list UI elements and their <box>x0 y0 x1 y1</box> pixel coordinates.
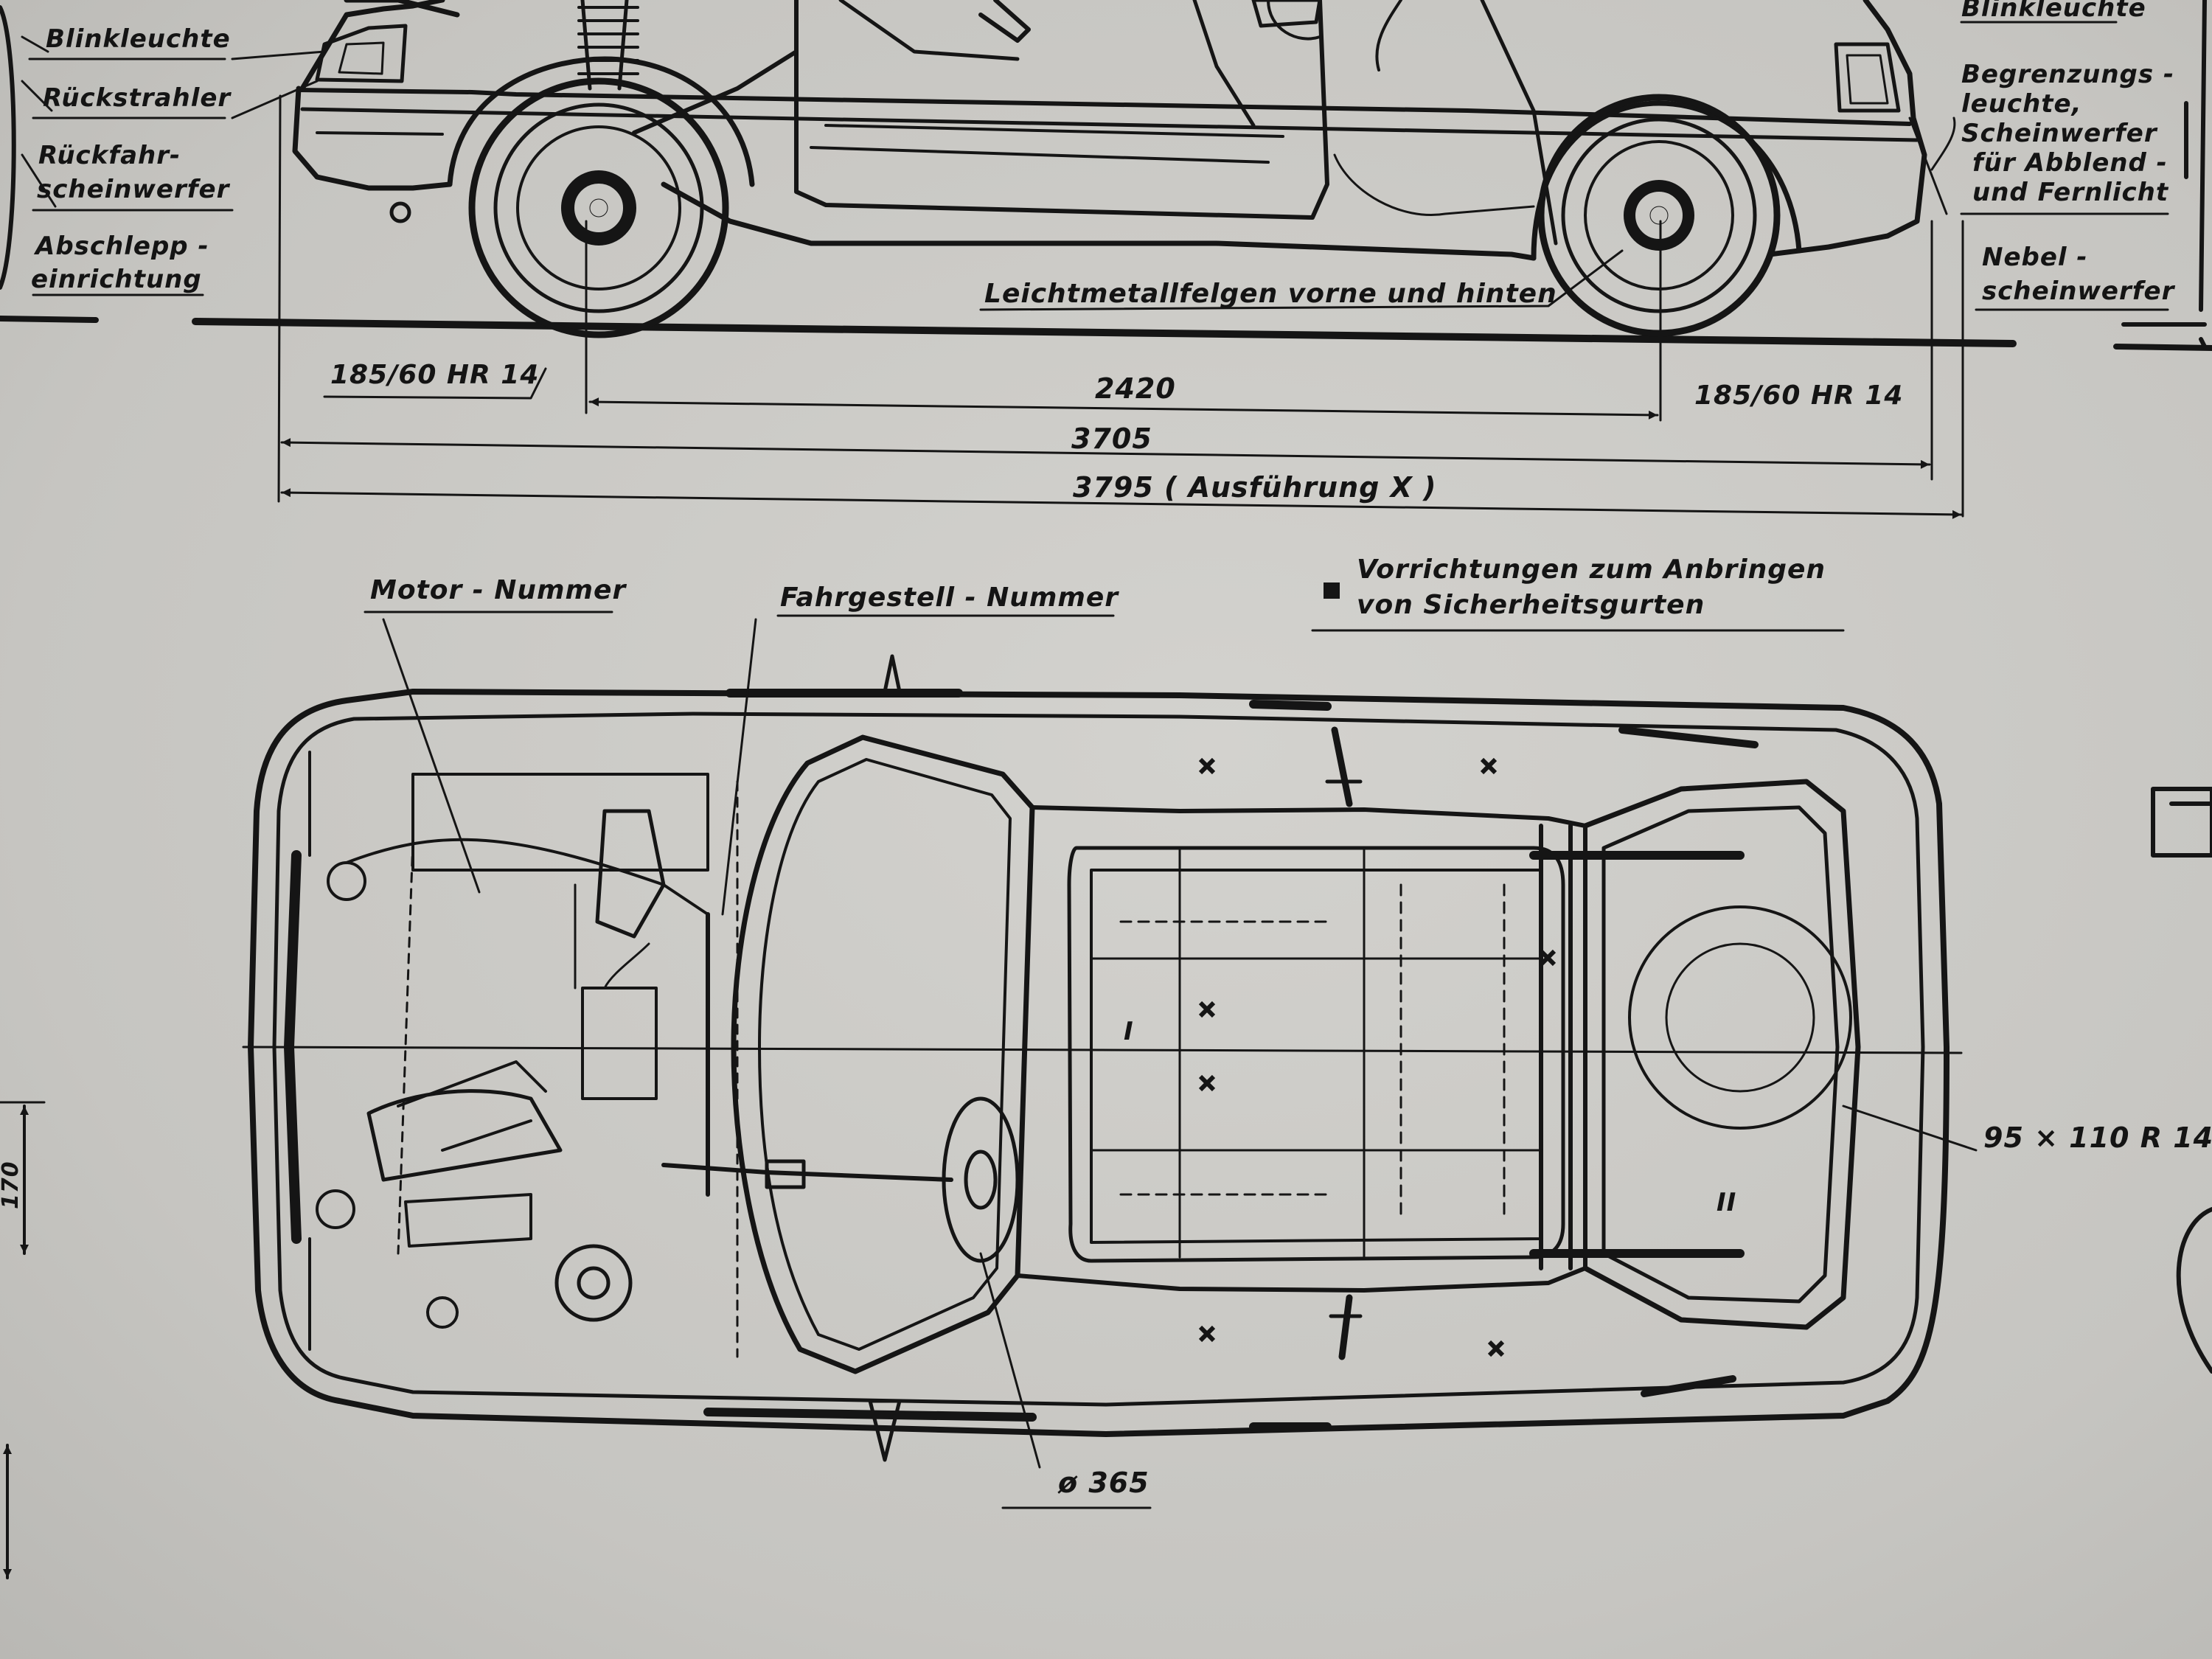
right-mirror-top <box>868 1399 902 1462</box>
top-body-outline <box>248 689 1950 1437</box>
label-reflector: Rückstrahler <box>43 83 232 113</box>
label-tire-front: 185/60 HR 14 <box>1694 380 1903 411</box>
label-tow-hook-2: einrichtung <box>31 265 202 294</box>
label-seat-mark-2: II <box>1717 1188 1736 1217</box>
label-reverse-light-1: Rückfahr- <box>38 141 181 170</box>
label-front-turn-signal: Blinkleuchte <box>1961 0 2146 23</box>
side-labels-left: Blinkleuchte Rückstrahler Rückfahr- sche… <box>31 24 232 294</box>
label-seatbelt-1: Vorrichtungen zum Anbringen <box>1357 554 1826 585</box>
label-fog-light-2: scheinwerfer <box>1982 276 2176 306</box>
spare-tire <box>1628 905 1852 1130</box>
label-length: 3705 <box>1071 422 1152 455</box>
dimension-lines <box>277 94 1964 519</box>
ground-line <box>192 318 2017 347</box>
label-rear-turn-signal: Blinkleuchte <box>46 24 231 54</box>
roof <box>1015 805 1587 1293</box>
label-fog-light-1: Nebel - <box>1982 243 2088 272</box>
label-seatbelt-2: von Sicherheitsgurten <box>1357 590 1705 620</box>
windshield <box>731 734 1035 1374</box>
label-steering-wheel: ø 365 <box>1057 1467 1150 1499</box>
length-x-dimension <box>280 488 1963 519</box>
label-headlight-3: und Fernlicht <box>1972 178 2169 207</box>
label-position-light-1: Begrenzungs - <box>1961 60 2174 89</box>
seatbelt-marker-square <box>1324 582 1340 599</box>
side-body-outline <box>292 0 1927 261</box>
label-wheelbase: 2420 <box>1095 372 1176 405</box>
label-reverse-light-2: scheinwerfer <box>37 175 231 204</box>
length-dimension <box>280 438 1931 469</box>
label-headlight-2: für Abblend - <box>1972 148 2168 178</box>
label-alloy-rims: Leichtmetallfelgen vorne und hinten <box>984 279 1557 309</box>
label-seat-mark-1: I <box>1124 1017 1134 1046</box>
label-position-light-2: leuchte, <box>1961 89 2082 119</box>
label-spare-tire: 95 × 110 R 14 <box>1983 1121 2212 1154</box>
dimension-labels: 185/60 HR 14 185/60 HR 14 2420 3705 3795… <box>330 360 1903 504</box>
label-tire-rear: 185/60 HR 14 <box>330 360 539 390</box>
label-side-height: 170 <box>0 1161 24 1209</box>
wheelbase-dimension <box>588 397 1659 420</box>
label-tow-hook-1: Abschlepp - <box>33 232 209 261</box>
left-mirror-top <box>883 654 902 694</box>
label-chassis-number: Fahrgestell - Nummer <box>780 582 1119 613</box>
top-view <box>0 582 2212 1579</box>
front-wheel <box>1537 94 1781 337</box>
label-headlight-1: Scheinwerfer <box>1961 119 2158 148</box>
rear-wheel <box>468 77 729 338</box>
side-view <box>0 0 2212 351</box>
steering-wheel <box>942 1096 1020 1263</box>
center-line <box>242 1046 1963 1054</box>
side-labels-right: Blinkleuchte Begrenzungs - leuchte, Sche… <box>1961 0 2176 306</box>
top-view-labels: Motor - Nummer Fahrgestell - Nummer Vorr… <box>0 554 2212 1499</box>
label-motor-number: Motor - Nummer <box>370 575 627 605</box>
label-length-x: 3795 ( Ausführung X ) <box>1073 471 1436 504</box>
